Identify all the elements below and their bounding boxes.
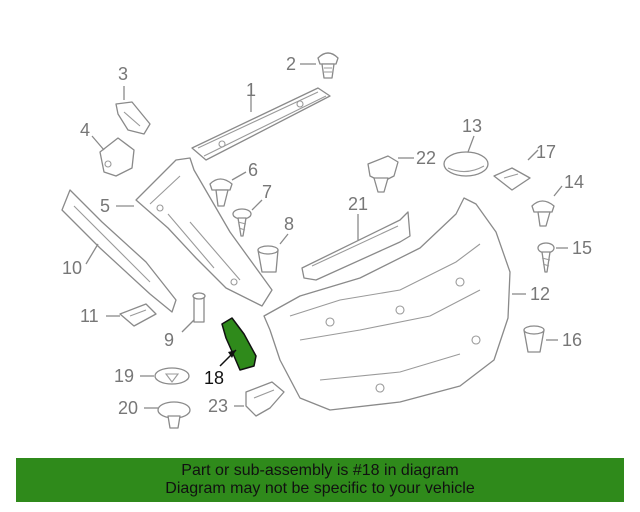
leader-13 bbox=[467, 135, 475, 153]
callout-17: 17 bbox=[536, 142, 556, 162]
callout-23: 23 bbox=[208, 396, 228, 416]
callout-19: 19 bbox=[114, 366, 134, 386]
callout-22: 22 bbox=[416, 148, 436, 168]
arrowhead-18-icon bbox=[228, 350, 236, 358]
part-2-clip bbox=[317, 52, 339, 79]
part-22-handle bbox=[367, 155, 399, 193]
part-12-liftgate-panel bbox=[263, 197, 511, 411]
leader-4 bbox=[91, 135, 105, 151]
part-1-upper-trim bbox=[191, 87, 331, 161]
leader-9 bbox=[181, 319, 195, 333]
callout-12: 12 bbox=[530, 284, 550, 304]
callout-2: 2 bbox=[286, 54, 296, 74]
part-6-clip bbox=[209, 178, 233, 207]
leader-17 bbox=[527, 149, 539, 161]
callout-13: 13 bbox=[462, 116, 482, 136]
banner-line-2: Diagram may not be specific to your vehi… bbox=[165, 480, 475, 497]
leader-8 bbox=[279, 233, 289, 245]
callout-8: 8 bbox=[284, 214, 294, 234]
part-11-clip-plate bbox=[119, 303, 157, 327]
callout-7: 7 bbox=[262, 182, 272, 202]
part-19-rivet bbox=[154, 367, 190, 385]
callout-15: 15 bbox=[572, 238, 592, 258]
part-16-grommet bbox=[523, 325, 545, 353]
part-8-grommet bbox=[257, 245, 279, 273]
leader-6 bbox=[231, 171, 247, 181]
info-banner: Part or sub-assembly is #18 in diagram D… bbox=[16, 458, 624, 502]
part-3-bracket bbox=[115, 101, 151, 135]
callout-10: 10 bbox=[62, 258, 82, 278]
banner-line-1: Part or sub-assembly is #18 in diagram bbox=[181, 462, 459, 479]
part-20-push-pin bbox=[157, 401, 191, 429]
part-4-bracket bbox=[99, 137, 135, 177]
callout-9: 9 bbox=[164, 330, 174, 350]
callout-21: 21 bbox=[348, 194, 368, 214]
callout-20: 20 bbox=[118, 398, 138, 418]
part-15-screw bbox=[537, 242, 555, 273]
callout-16: 16 bbox=[562, 330, 582, 350]
callout-4: 4 bbox=[80, 120, 90, 140]
part-10-side-trim bbox=[61, 189, 177, 313]
leader-14 bbox=[553, 185, 563, 197]
callout-1: 1 bbox=[246, 80, 256, 100]
callout-14: 14 bbox=[564, 172, 584, 192]
callout-5: 5 bbox=[100, 196, 110, 216]
part-13-cover bbox=[443, 151, 489, 177]
part-21-upper-bar bbox=[301, 211, 411, 281]
leader-10 bbox=[85, 243, 99, 265]
callout-3: 3 bbox=[118, 64, 128, 84]
parts-diagram: 1 2 3 4 5 6 7 bbox=[61, 52, 592, 429]
part-14-clip bbox=[531, 200, 555, 227]
part-5-pillar-trim bbox=[135, 157, 273, 307]
callout-6: 6 bbox=[248, 160, 258, 180]
callout-18: 18 bbox=[204, 368, 224, 388]
part-23-corner-cover bbox=[245, 381, 285, 417]
part-7-screw bbox=[232, 208, 252, 237]
leader-7 bbox=[251, 199, 263, 211]
part-18-highlighted-trim bbox=[221, 317, 257, 371]
part-17-clip-plate bbox=[493, 167, 531, 191]
part-9-pin bbox=[192, 292, 206, 323]
callout-11: 11 bbox=[80, 306, 99, 326]
